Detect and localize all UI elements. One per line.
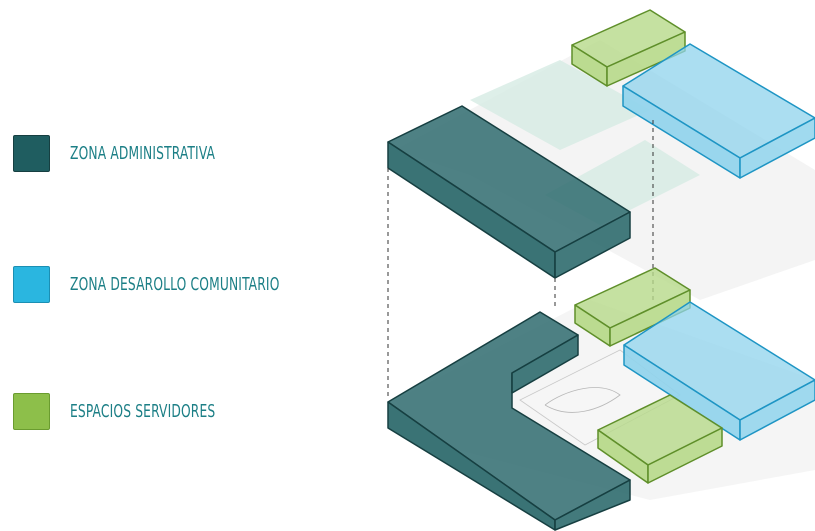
lower-service-block-north — [574, 267, 691, 347]
services-swatch — [13, 393, 50, 430]
legend-item-services: ESPACIOS SERVIDORES — [13, 393, 256, 430]
legend-item-administrative: ZONA ADMINISTRATIVA — [13, 135, 256, 172]
lower-administrative-block — [387, 311, 631, 531]
upper-service-block — [571, 9, 686, 87]
lower-service-block-south — [597, 394, 723, 484]
upper-corridor-north — [470, 60, 650, 150]
legend-label-community: ZONA DESAROLLO COMUNITARIO — [70, 274, 280, 295]
legend-item-community: ZONA DESAROLLO COMUNITARIO — [13, 266, 339, 303]
legend-label-services: ESPACIOS SERVIDORES — [70, 401, 216, 422]
upper-administrative-block — [387, 105, 631, 279]
community-swatch — [13, 266, 50, 303]
administrative-swatch — [13, 135, 50, 172]
legend-label-administrative: ZONA ADMINISTRATIVA — [70, 143, 216, 164]
upper-community-block — [622, 43, 815, 179]
lower-community-block — [623, 301, 815, 441]
legend: ZONA ADMINISTRATIVA ZONA DESAROLLO COMUN… — [0, 0, 380, 531]
